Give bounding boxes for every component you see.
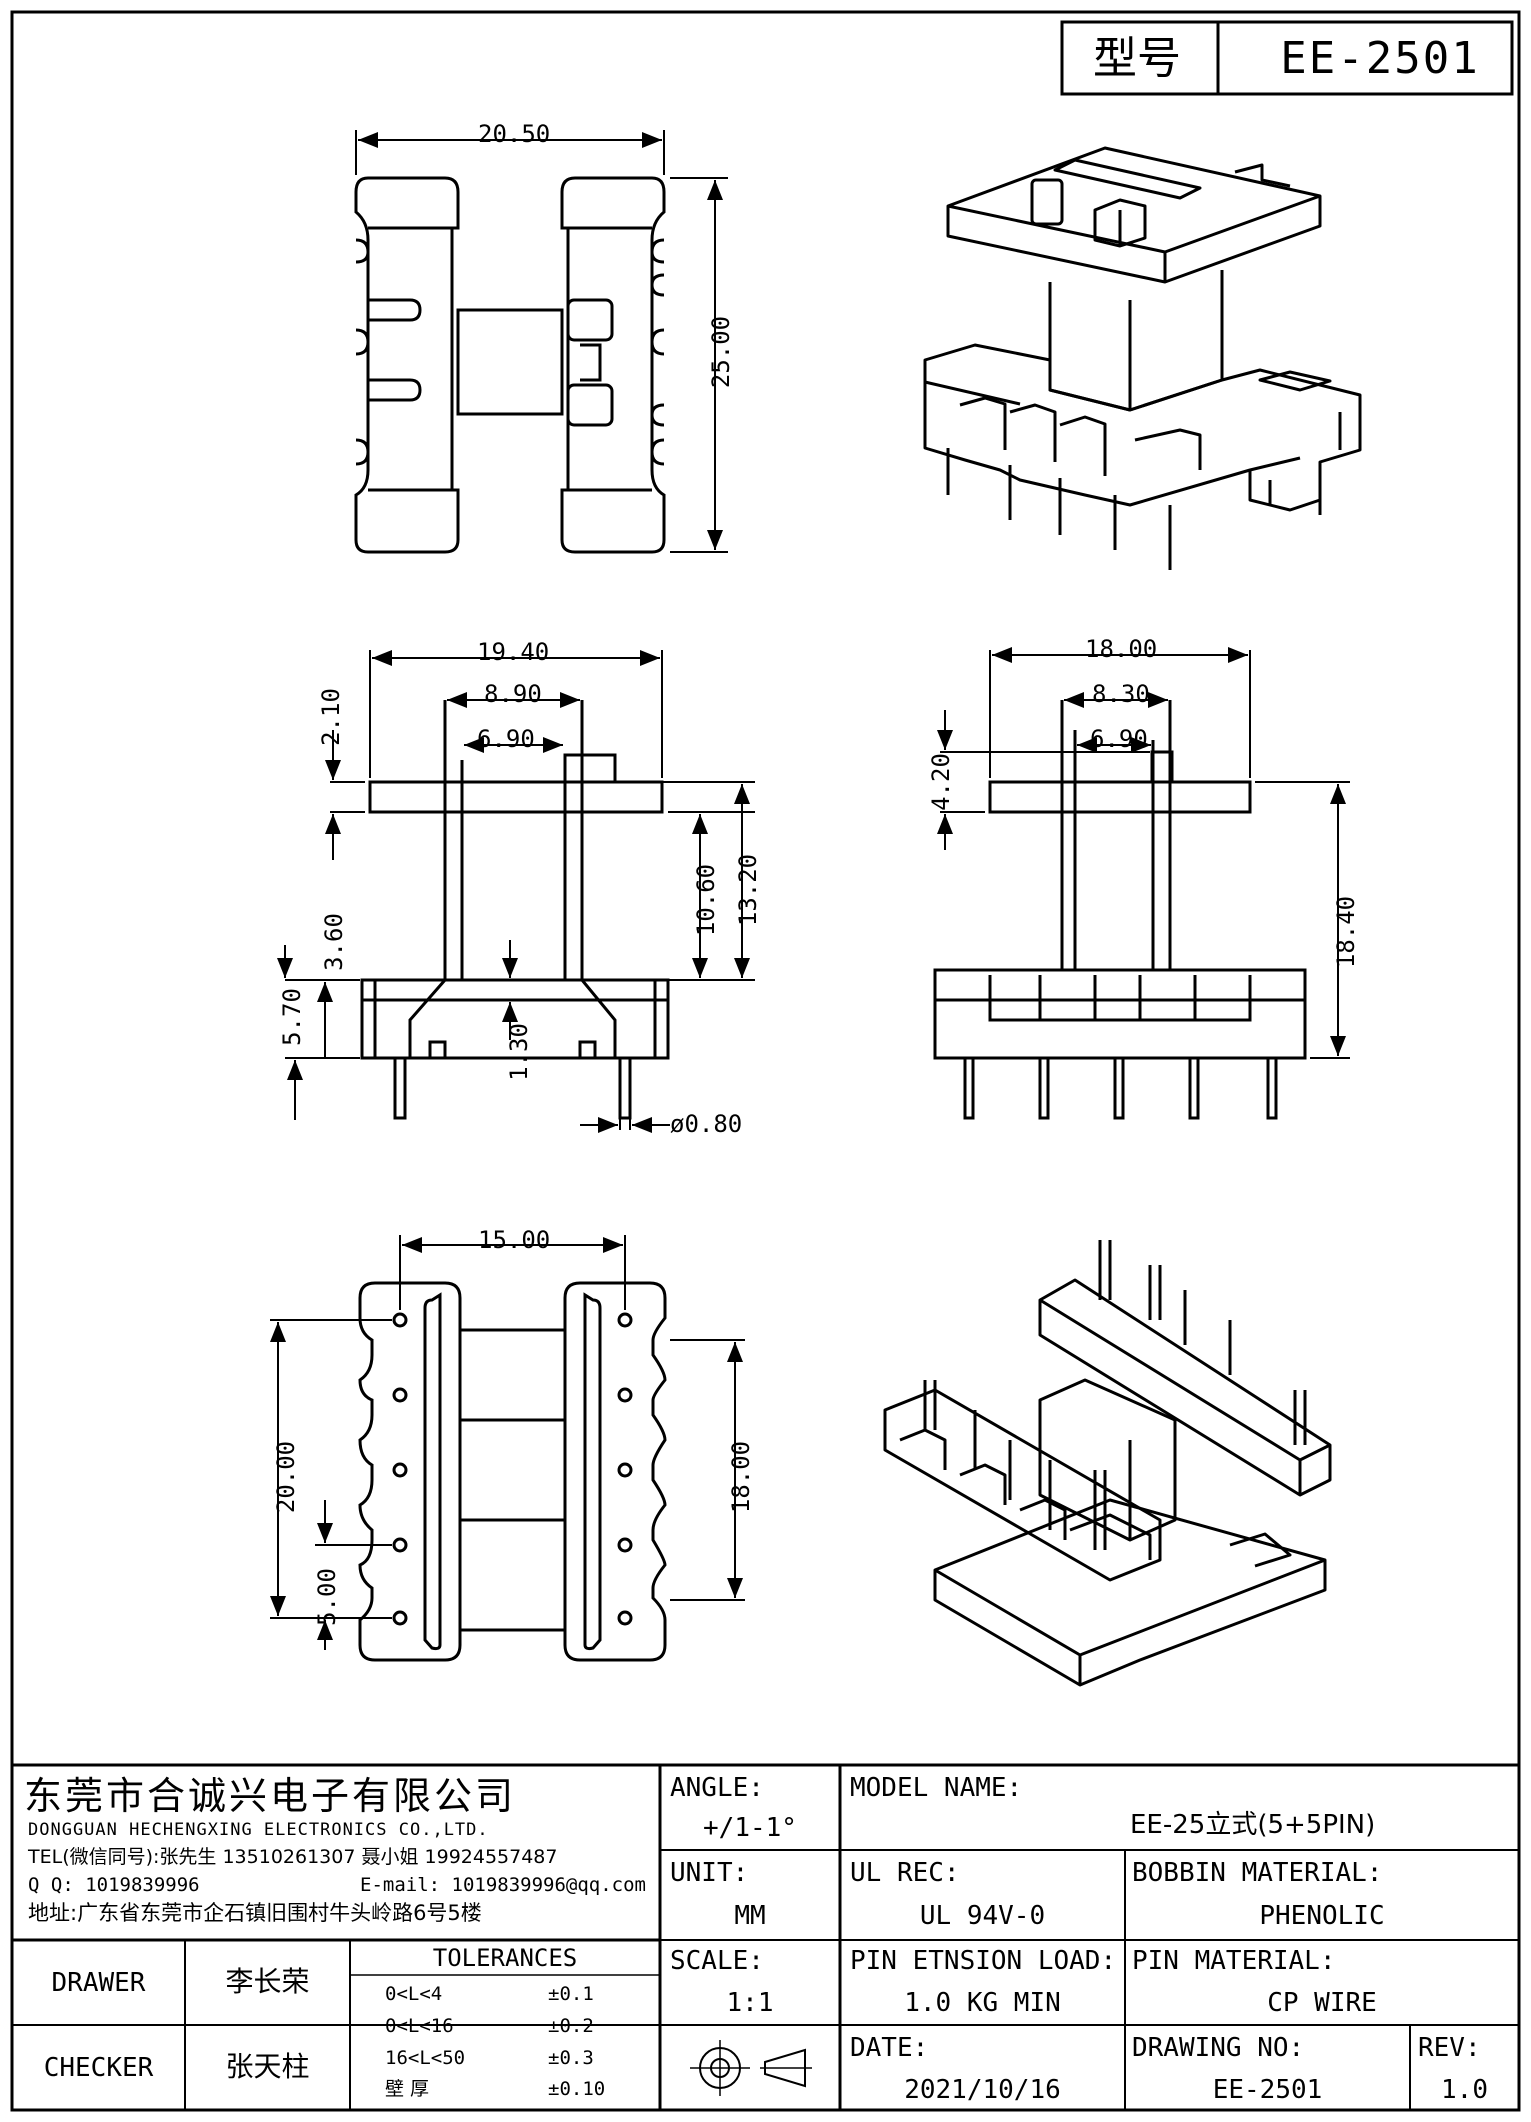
dim-N: 18.00 <box>1085 635 1158 663</box>
company-name-en: DONGGUAN HECHENGXING ELECTRONICS CO.,LTD… <box>28 1820 489 1840</box>
company-tel: TEL(微信同号):张先生 13510261307 聂小姐 1992455748… <box>28 1846 558 1868</box>
scale-label: SCALE: <box>670 1946 764 1976</box>
top-view <box>354 176 666 554</box>
unit-label: UNIT: <box>670 1858 749 1888</box>
dim-S: 20.00 <box>272 1440 301 1514</box>
dim-R: 15.00 <box>478 1226 551 1254</box>
pin-material-label: PIN MATERIAL: <box>1132 1946 1336 1976</box>
dim-P: 6.90 <box>1090 725 1148 753</box>
dim-M: 4.20 <box>926 753 955 811</box>
dim-I: 3.60 <box>319 913 348 971</box>
bottom-view-dims <box>270 1235 745 1650</box>
model-name-value: EE-25立式(5+5PIN) <box>1130 1810 1376 1840</box>
tol-range-2: 16<L<50 <box>385 2047 466 2069</box>
angle-value: +/1-1° <box>703 1813 797 1843</box>
unit-value: MM <box>734 1901 766 1931</box>
iso-view-bottom <box>883 1240 1332 1687</box>
bobbin-label: BOBBIN MATERIAL: <box>1132 1858 1383 1888</box>
company-name-cn: 东莞市合诚兴电子有限公司 <box>24 1774 517 1818</box>
model-number: EE-2501 <box>1280 33 1480 84</box>
dim-T: 5.00 <box>312 1568 341 1626</box>
drawer-label: DRAWER <box>51 1968 146 1998</box>
pin-load-label: PIN ETNSION LOAD: <box>850 1946 1117 1976</box>
tol-value-2: ±0.3 <box>548 2047 594 2069</box>
drawing-no-value: EE-2501 <box>1212 2075 1323 2105</box>
pin-load-value: 1.0 KG MIN <box>904 1988 1061 2018</box>
tol-range-0: 0<L<4 <box>385 1983 443 2005</box>
dim-F: 2.10 <box>316 688 345 746</box>
front-view-dims <box>277 650 755 1133</box>
dim-A: 20.50 <box>478 120 551 148</box>
top-view-dims <box>355 130 728 553</box>
dim-H: 13.20 <box>734 853 763 927</box>
title-box <box>1060 20 1514 96</box>
front-view <box>360 700 670 1120</box>
dim-L: ø0.80 <box>670 1110 743 1138</box>
dim-G: 10.60 <box>692 863 721 937</box>
dim-J: 5.70 <box>277 988 306 1046</box>
ul-label: UL REC: <box>850 1858 960 1888</box>
date-label: DATE: <box>850 2033 929 2063</box>
dim-E: 6.90 <box>477 725 535 753</box>
date-value: 2021/10/16 <box>904 2075 1061 2105</box>
rev-value: 1.0 <box>1441 2075 1488 2105</box>
drawing-no-label: DRAWING NO: <box>1132 2033 1305 2063</box>
side-view-dims <box>937 647 1350 1059</box>
tol-value-1: ±0.2 <box>548 2015 594 2037</box>
company-email: E-mail: 1019839996@qq.com <box>360 1874 646 1896</box>
company-qq: Q Q: 1019839996 <box>28 1874 200 1896</box>
company-address: 地址:广东省东莞市企石镇旧围村牛头岭路6号5楼 <box>28 1901 482 1925</box>
model-name-label: MODEL NAME: <box>850 1773 1023 1803</box>
rev-label: REV: <box>1418 2033 1481 2063</box>
checker-name: 张天柱 <box>225 2050 310 2083</box>
tol-range-3: 壁 厚 <box>385 2078 430 2100</box>
bottom-view <box>358 1281 667 1662</box>
drawing-frame <box>10 10 1521 2112</box>
dim-B: 25.00 <box>707 315 736 389</box>
drawer-name: 李长荣 <box>225 1965 310 1998</box>
title-block <box>12 1763 1519 2110</box>
model-label: 型号 <box>1093 33 1181 84</box>
tol-value-3: ±0.10 <box>548 2078 606 2100</box>
dim-U: 18.00 <box>727 1440 756 1514</box>
dim-Q: 18.40 <box>1332 895 1361 969</box>
dim-O: 8.30 <box>1092 680 1150 708</box>
ul-value: UL 94V-0 <box>919 1901 1046 1931</box>
tolerances-title: TOLERANCES <box>432 1944 578 1972</box>
pin-material-value: CP WIRE <box>1267 1988 1377 2018</box>
scale-value: 1:1 <box>726 1988 774 2018</box>
dim-C: 19.40 <box>477 638 550 666</box>
checker-label: CHECKER <box>43 2053 154 2083</box>
dim-K: 1.30 <box>504 1023 533 1081</box>
dim-D: 8.90 <box>484 680 542 708</box>
side-view <box>933 700 1307 1120</box>
iso-view-top <box>923 146 1362 570</box>
angle-label: ANGLE: <box>670 1773 764 1803</box>
tol-range-1: 0<L<16 <box>385 2015 454 2037</box>
bobbin-value: PHENOLIC <box>1259 1901 1385 1931</box>
tol-value-0: ±0.1 <box>548 1983 594 2005</box>
